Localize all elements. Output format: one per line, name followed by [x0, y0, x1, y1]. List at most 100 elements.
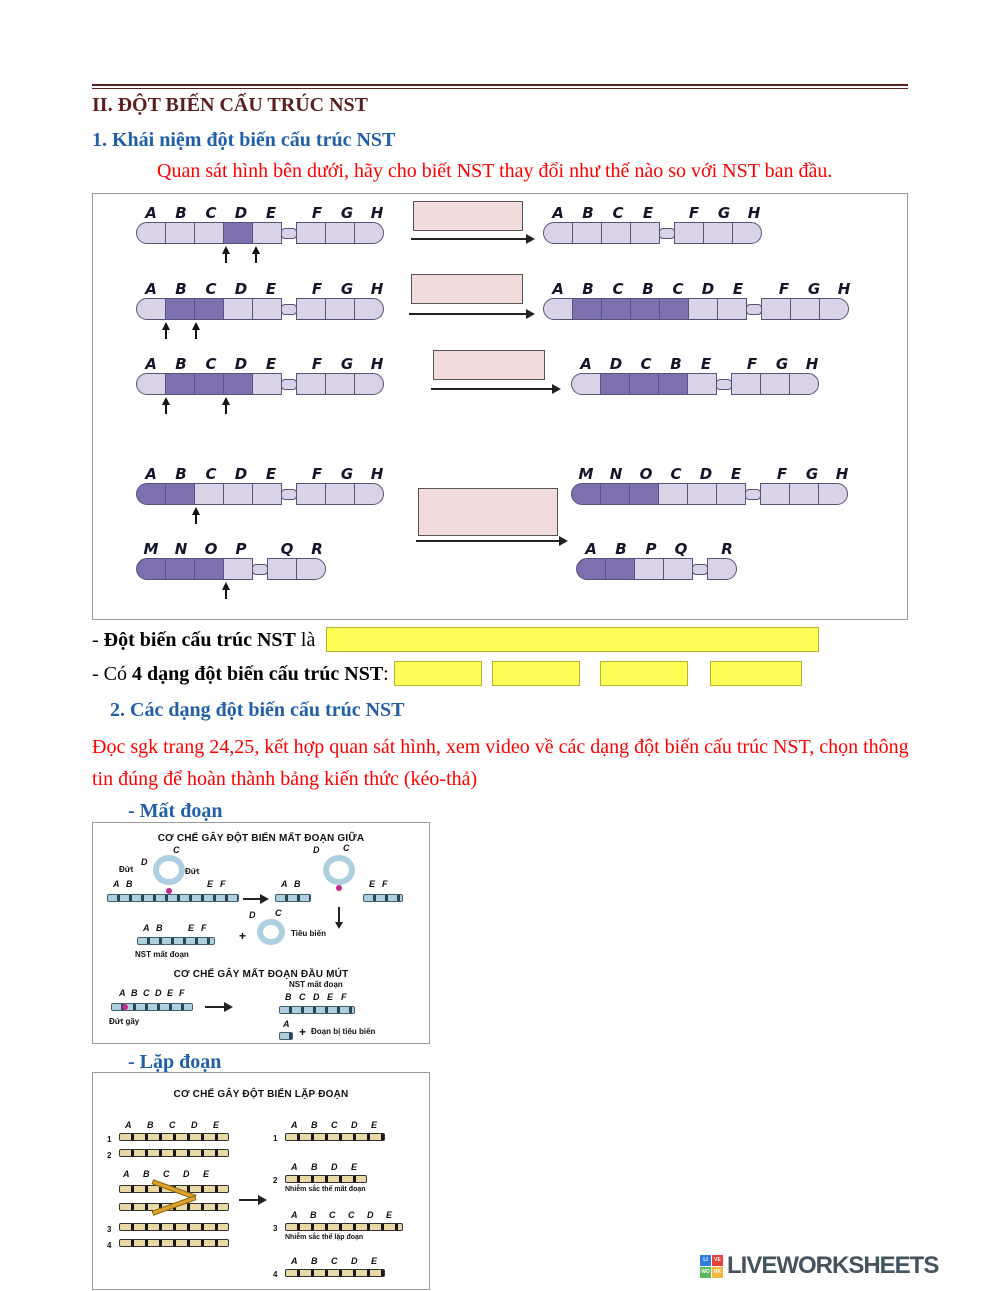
chromosome-segment	[354, 298, 384, 320]
break-arrow-icon	[220, 246, 232, 264]
break-arrow-row	[136, 320, 392, 340]
segment-letter: A	[281, 879, 288, 889]
four-types-text-tail: :	[383, 663, 389, 685]
chromosome-segment	[194, 373, 224, 395]
chromosome-body	[571, 373, 827, 395]
chromosome-segment	[790, 298, 820, 320]
chromosome-body	[576, 558, 742, 580]
segment-letter: O	[204, 540, 218, 558]
break-arrow-icon	[160, 322, 172, 340]
chromosome-segment	[296, 298, 326, 320]
plus-sign: +	[239, 929, 247, 943]
segment-letter: B	[126, 879, 133, 889]
chromosome-segment	[543, 222, 573, 244]
process-arrow-icon	[416, 536, 568, 546]
segment-letter: C	[670, 465, 682, 483]
process-arrow-icon	[411, 234, 535, 244]
chromosome-bar	[119, 1223, 229, 1231]
chromosome-segment	[296, 373, 326, 395]
type-answer-input-4[interactable]	[710, 661, 802, 686]
chromosome-bar	[285, 1133, 385, 1141]
type-answer-input-3[interactable]	[600, 661, 688, 686]
segment-letter: C	[329, 1210, 336, 1220]
mutation-answer-box-1[interactable]	[413, 201, 523, 231]
chromosome-segment	[818, 483, 848, 505]
mutation-answer-box-3[interactable]	[433, 350, 545, 380]
segment-letter: C	[275, 908, 282, 918]
segment-letter: F	[776, 465, 788, 483]
segment-letter: C	[173, 845, 180, 855]
segment-letter: N	[174, 540, 188, 558]
segment-letter: D	[313, 992, 320, 1002]
break-point-dot	[336, 885, 342, 891]
chromosome-segment	[252, 373, 282, 395]
segment-letter: A	[291, 1256, 298, 1266]
segment-letter: B	[147, 1120, 154, 1130]
result-number: 4	[273, 1270, 278, 1279]
segment-letter: E	[371, 1120, 378, 1130]
break-label: Đứt	[185, 867, 200, 876]
segment-letter: B	[175, 280, 187, 298]
chromosome-segment	[674, 222, 704, 244]
segment-letter: D	[183, 1169, 190, 1179]
centromere	[746, 303, 762, 315]
degrade-label: Tiêu biến	[291, 929, 326, 938]
segment-letter: D	[249, 910, 256, 920]
segment-letter: A	[113, 879, 120, 889]
chromosome-segment	[629, 483, 659, 505]
definition-answer-input[interactable]	[326, 627, 819, 652]
segment-letter: C	[205, 204, 217, 222]
chromosome-segment	[761, 298, 791, 320]
segment-letter: F	[746, 355, 758, 373]
centromere-spacer	[753, 280, 769, 298]
segment-letter: E	[265, 280, 277, 298]
result-number: 3	[273, 1224, 278, 1233]
segment-letter: G	[807, 280, 821, 298]
mutation-answer-box-2[interactable]	[411, 274, 523, 304]
segment-letter: B	[311, 1162, 318, 1172]
figure3-title: CƠ CHẾ GÂY ĐỘT BIẾN LẶP ĐOẠN	[173, 1089, 349, 1100]
segment-letter: M	[578, 465, 594, 483]
chromosome-segment	[194, 483, 224, 505]
chromosome-segment	[136, 298, 166, 320]
type-answer-input-1[interactable]	[394, 661, 482, 686]
segment-letter: E	[642, 204, 654, 222]
segment-letter: A	[145, 280, 157, 298]
mutation-answer-box-4[interactable]	[418, 488, 558, 536]
centromere-spacer	[286, 204, 302, 222]
segment-letter: B	[310, 1210, 317, 1220]
type-answer-input-2[interactable]	[492, 661, 580, 686]
centromere-spacer	[696, 540, 712, 558]
chromosome-segment	[760, 373, 790, 395]
definition-line: - Đột biến cấu trúc NST là	[92, 629, 315, 652]
section1-instruction: Quan sát hình bên dưới, hãy cho biết NST…	[157, 160, 833, 182]
segment-letter: G	[340, 204, 354, 222]
segment-letter: F	[382, 879, 388, 889]
segment-letter: N	[609, 465, 623, 483]
segment-letter: D	[699, 465, 713, 483]
segment-letter: R	[311, 540, 323, 558]
segment-letter: A	[283, 1019, 290, 1029]
segment-letter: F	[311, 355, 323, 373]
break-arrow-row	[136, 505, 392, 525]
loop-icon	[323, 855, 355, 885]
process-arrow-icon	[205, 1002, 233, 1012]
segment-letter: B	[175, 465, 187, 483]
subheading-lap-doan: - Lặp đoạn	[128, 1051, 222, 1073]
centromere-spacer	[721, 355, 737, 373]
segment-letter: G	[340, 280, 354, 298]
result-label: Nhiễm sắc thể mất đoạn	[285, 1186, 366, 1193]
segment-letter: C	[205, 280, 217, 298]
segment-letter: E	[730, 465, 742, 483]
chromosome-segment	[296, 558, 326, 580]
chromosome-segment	[296, 222, 326, 244]
segment-letter: B	[294, 879, 301, 889]
figure-mat-doan: CƠ CHẾ GÂY ĐỘT BIẾN MẤT ĐOẠN GIỮA CƠ CHẾ…	[92, 822, 430, 1044]
segment-letter: C	[343, 843, 350, 853]
